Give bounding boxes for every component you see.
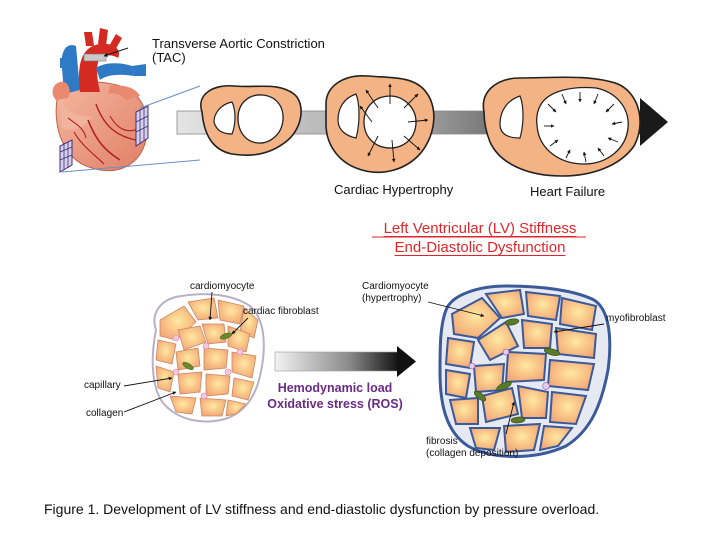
hemodynamic-load-label: Hemodynamic load xyxy=(277,381,393,395)
tissue-normal xyxy=(151,293,265,423)
lv-section-hypertrophy xyxy=(325,75,435,174)
load-arrow xyxy=(274,346,416,377)
stage-hypertrophy-label: Cardiac Hypertrophy xyxy=(334,182,454,197)
fibrosis-label: fibrosis (collagen deposition) xyxy=(426,436,518,460)
lv-stiffness-title-line2: End-Diastolic Dysfunction xyxy=(394,239,566,256)
tac-label: Transverse Aortic Constriction (TAC) xyxy=(152,36,325,65)
hypertrophic-cardiomyocyte-label: Cardiomyocyte (hypertrophy) xyxy=(362,281,429,305)
cardiac-fibroblast-label: cardiac fibroblast xyxy=(243,306,319,317)
myofibroblast-label: myofibroblast xyxy=(606,313,666,324)
lv-stiffness-title: Left Ventricular (LV) Stiffness End-Dias… xyxy=(340,219,620,257)
oxidative-stress-label: Oxidative stress (ROS) xyxy=(267,397,403,411)
hypertrophic-cardiomyocyte-line1: Cardiomyocyte xyxy=(362,281,429,292)
hypertrophic-cardiomyocyte-line2: (hypertrophy) xyxy=(362,293,422,304)
cardiomyocyte-label: cardiomyocyte xyxy=(190,281,255,292)
lv-section-heart-failure xyxy=(482,76,641,177)
fibrosis-label-line2: (collagen deposition) xyxy=(426,448,519,459)
stage-failure-label: Heart Failure xyxy=(530,184,606,199)
lv-stiffness-title-line1: Left Ventricular (LV) Stiffness xyxy=(383,220,577,237)
collagen-label: collagen xyxy=(86,408,124,419)
heart-illustration xyxy=(52,28,149,173)
figure-caption: Figure 1. Development of LV stiffness an… xyxy=(44,501,600,517)
tac-label-line1: Transverse Aortic Constriction xyxy=(152,36,325,51)
load-label: Hemodynamic load Oxidative stress (ROS) xyxy=(245,380,425,412)
lv-section-normal xyxy=(200,85,302,156)
tissue-fibrotic xyxy=(438,284,612,458)
tac-label-line2: (TAC) xyxy=(152,50,186,65)
capillary-label: capillary xyxy=(84,380,121,391)
fibrosis-label-line1: fibrosis xyxy=(426,436,458,447)
